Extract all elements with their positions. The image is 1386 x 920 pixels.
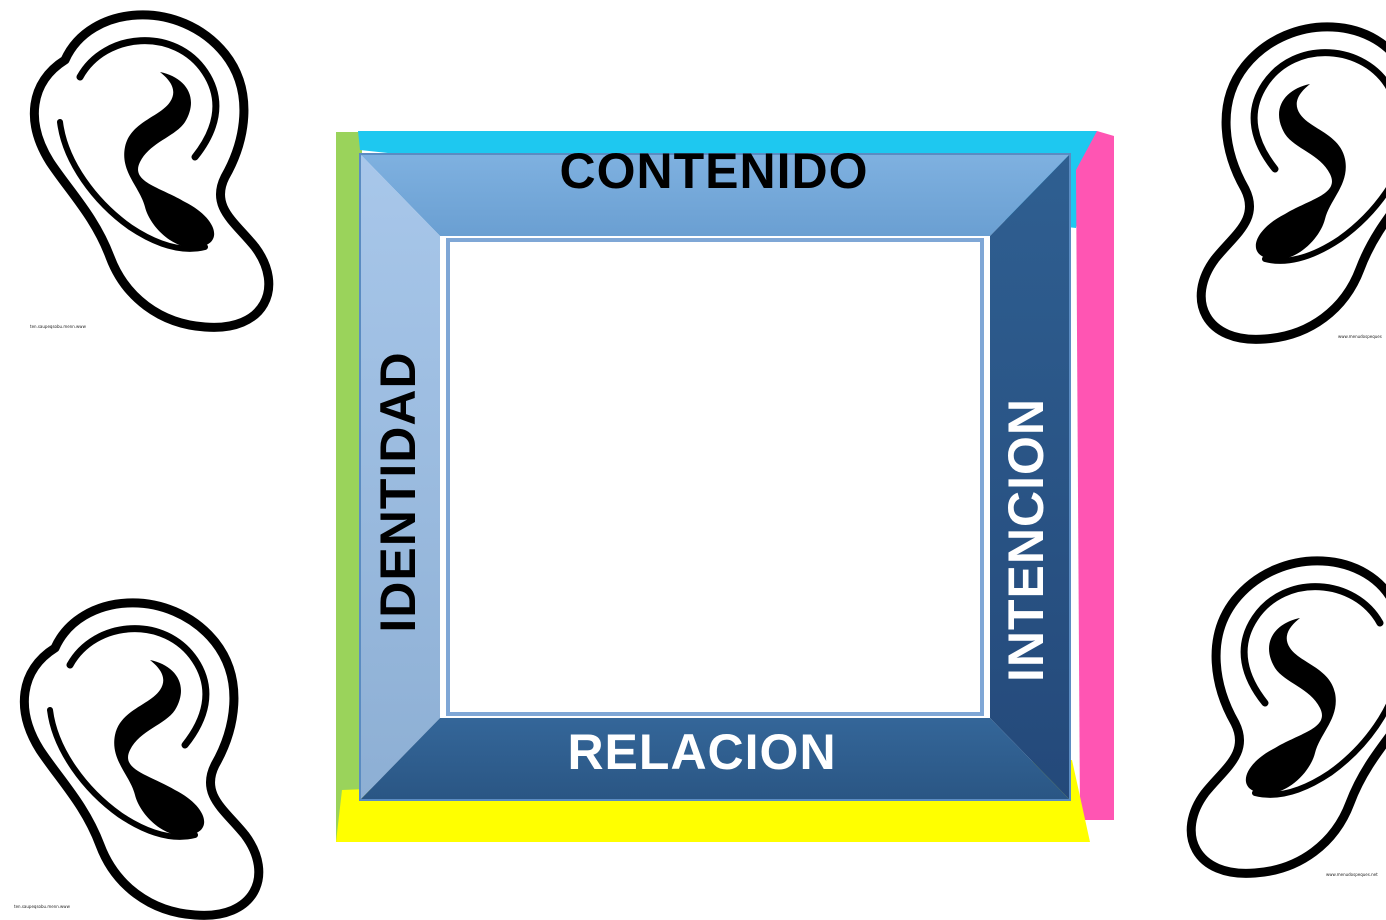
left-bevel <box>360 154 440 800</box>
ear-icon-top-right <box>1170 14 1386 344</box>
credit-text-top-left: ten.saupeqsobu.menn.www <box>30 324 86 329</box>
label-identidad: IDENTIDAD <box>370 351 426 633</box>
ear-icon-bottom-left <box>0 590 290 920</box>
credit-text-bottom-right: www.menudospeques.net <box>1326 872 1378 877</box>
inner-panel <box>446 238 984 716</box>
left-strip <box>336 132 362 842</box>
credit-text-bottom-left: ten.saupeqsobu.menn.www <box>14 904 70 909</box>
label-intencion: INTENCION <box>998 398 1054 682</box>
right-strip <box>1076 131 1114 820</box>
frame-outline <box>359 153 1071 801</box>
bottom-bevel <box>360 718 1070 800</box>
ear-icon-top-left <box>10 2 300 332</box>
ear-icon-bottom-right <box>1160 548 1386 878</box>
top-bevel <box>360 154 1070 236</box>
label-relacion: RELACION <box>567 724 837 780</box>
label-contenido: CONTENIDO <box>559 143 869 199</box>
credit-text-top-right: www.menudospeques <box>1338 334 1382 339</box>
right-bevel <box>990 154 1070 800</box>
